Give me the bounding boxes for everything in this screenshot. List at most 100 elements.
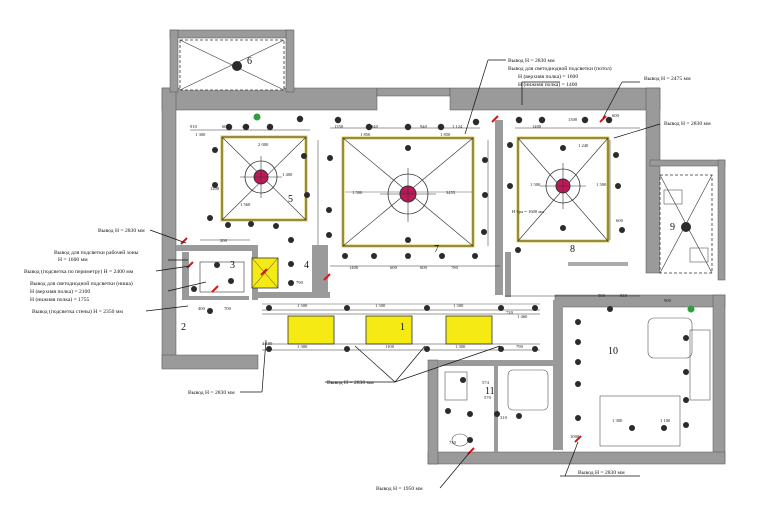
room-label: 3 [230, 260, 235, 271]
callout: Вывод H = 2475 мм [644, 76, 691, 82]
dimension-label: 1 500 [530, 182, 541, 187]
dimension-label: 600 [420, 265, 428, 270]
callout: H (верхняя полка) = 1600 [518, 73, 578, 80]
dimension-label: 1 100 [262, 341, 273, 346]
dimension-label: 1 850 [440, 132, 451, 137]
ceiling-light [681, 222, 691, 232]
callout: Вывод H = 2830 мм [327, 380, 374, 386]
callout: Вывод H = 2830 мм [98, 228, 145, 234]
dimension-label: 1000 [570, 434, 580, 439]
dimension-label: 600 [612, 113, 620, 118]
room-labels: 6 5 7 8 9 3 4 2 1 10 11 [181, 56, 675, 397]
dimension-label: 470 [242, 124, 250, 129]
room-5-ceiling [220, 135, 308, 222]
dimension-label: 1 500 [297, 303, 308, 308]
dimension-label: H бра = 1600 мм [512, 209, 544, 214]
room-9-balcony [659, 174, 713, 274]
dimension-label: 1 560 [240, 202, 251, 207]
dimension-label: 700 [224, 306, 232, 311]
room-label: 8 [570, 244, 575, 255]
ceiling-light [232, 61, 242, 71]
callout: Вывод для светодиодной подсветки (ниша) [30, 280, 133, 287]
dimension-label: 1 500 [375, 303, 386, 308]
dimension-label: 910 [190, 124, 198, 129]
dimension-label: 1 300 [195, 132, 206, 137]
dimension-label: 1 500 [352, 190, 363, 195]
dimension-label: 1400 [349, 265, 359, 270]
room-6-balcony [179, 39, 285, 91]
dimension-label: 570 [484, 395, 492, 400]
room-label: 7 [434, 244, 439, 255]
dimension-label: 1 240 [578, 143, 589, 148]
dimension-label: 1 300 [297, 344, 308, 349]
dimension-label: 790 [296, 280, 304, 285]
callout: Вывод H = 1950 мм [376, 486, 423, 492]
dimension-label: 1 100 [660, 418, 671, 423]
room-3-4 [199, 257, 279, 293]
dimension-label: 1300 [568, 117, 578, 122]
red-markers [180, 115, 607, 455]
dimension-label: 790 [516, 344, 524, 349]
green-markers [253, 113, 695, 313]
room-label: 11 [485, 386, 495, 397]
dimension-label: 1 300 [455, 344, 466, 349]
callout: Вывод H = 2830 мм [578, 470, 625, 476]
room-label: 9 [670, 222, 675, 233]
callout: Вывод H = 2830 мм [188, 390, 235, 396]
exterior-walls [161, 29, 726, 465]
dimension-label: 1 500 [453, 303, 464, 308]
callout: Вывод для светодиодной подсветки (потол) [508, 65, 612, 72]
dimension-label: 1 400 [282, 172, 293, 177]
dimension-label: 1 300 [612, 418, 623, 423]
dimension-label: 1350 [334, 124, 344, 129]
dimension-label: 1400 [532, 124, 542, 129]
room-10-furniture [599, 317, 711, 447]
room-label: 5 [288, 194, 293, 205]
room-label: 6 [247, 56, 252, 67]
dimension-label: 940 [420, 124, 428, 129]
dimension-label: 1 460 [517, 314, 528, 319]
dimension-label: 840 [620, 293, 628, 298]
callout: Вывод (подсветка по периметру) H = 2400 … [24, 268, 134, 275]
dimension-label: 1 500 [596, 182, 607, 187]
dimension-labels: 910 600 470 1 300 2 000 1 400 1350 940 9… [190, 113, 672, 445]
dimension-label: 2 000 [258, 142, 269, 147]
room-8-ceiling [516, 136, 628, 266]
room-label: 2 [181, 322, 186, 333]
dimension-label: 600 [222, 124, 230, 129]
dimension-label: 900 [664, 298, 672, 303]
callout: Вывод для подсветки рабочей зоны [54, 249, 139, 256]
callout: H (нижняя полка) = 1755 [30, 296, 90, 303]
callout: Вывод H = 2830 мм [508, 58, 555, 64]
callouts: Вывод H = 2830 мм Вывод для светодиодной… [24, 58, 711, 492]
dimension-label: 1 850 [360, 132, 371, 137]
dimension-label: 200 [220, 238, 228, 243]
interior-walls [176, 120, 563, 452]
dimension-label: 600 [390, 265, 398, 270]
dimension-label: 574 [482, 380, 490, 385]
room-label: 4 [304, 260, 309, 271]
dimension-label: 400 [198, 306, 206, 311]
dimension-label: 1200 [210, 186, 220, 191]
spotlights [191, 115, 689, 443]
dimension-label: 500 [598, 293, 606, 298]
callout: Вывод (подсветка стены) H = 2350 мм [32, 308, 123, 315]
dimension-label: 730 [449, 440, 457, 445]
callout: Вывод H = 2830 мм [664, 121, 711, 127]
callout: H (верхняя полка) = 2100 [30, 288, 90, 295]
dimension-label: 1 124 [452, 124, 463, 129]
dimension-label: 3455 [446, 190, 456, 195]
corridor-1-panels [262, 303, 540, 345]
callout: H = 1600 мм [58, 257, 88, 263]
dimension-label: 310 [500, 415, 508, 420]
room-7-ceiling [341, 136, 475, 248]
room-label: 10 [608, 346, 618, 357]
dimension-label: 1100 [385, 344, 395, 349]
dimension-label: 600 [616, 218, 624, 223]
dimension-label: 720 [506, 310, 514, 315]
leader-lines [145, 59, 661, 489]
dimension-label: 940 [371, 124, 379, 129]
callout: H (нижняя полка) = 1400 [518, 81, 578, 88]
room-label: 1 [400, 322, 405, 333]
